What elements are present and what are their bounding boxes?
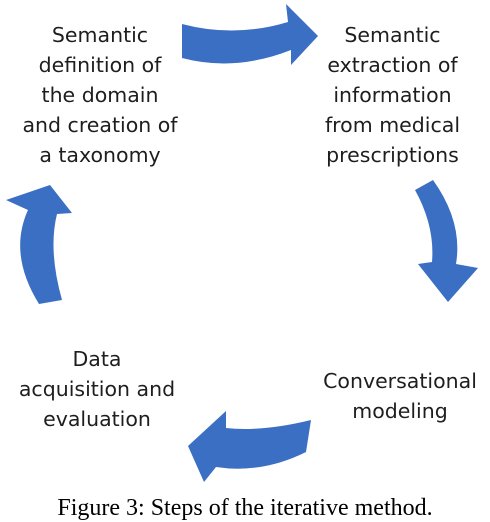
- figure-caption: Figure 3: Steps of the iterative method.: [57, 495, 433, 521]
- step-semantic-extraction: Semantic extraction of information from …: [324, 23, 461, 167]
- arrow-step4-to-step1: [6, 185, 72, 304]
- step-data-acquisition: Data acquisition and evaluation: [18, 347, 176, 431]
- arrow-step1-to-step2: [182, 4, 318, 65]
- step-semantic-definition: Semantic definition of the domain and cr…: [22, 23, 178, 167]
- arrow-step2-to-step3: [415, 180, 478, 302]
- step-conversational-modeling: Conversational modeling: [323, 369, 477, 423]
- arrow-step3-to-step4: [188, 411, 311, 482]
